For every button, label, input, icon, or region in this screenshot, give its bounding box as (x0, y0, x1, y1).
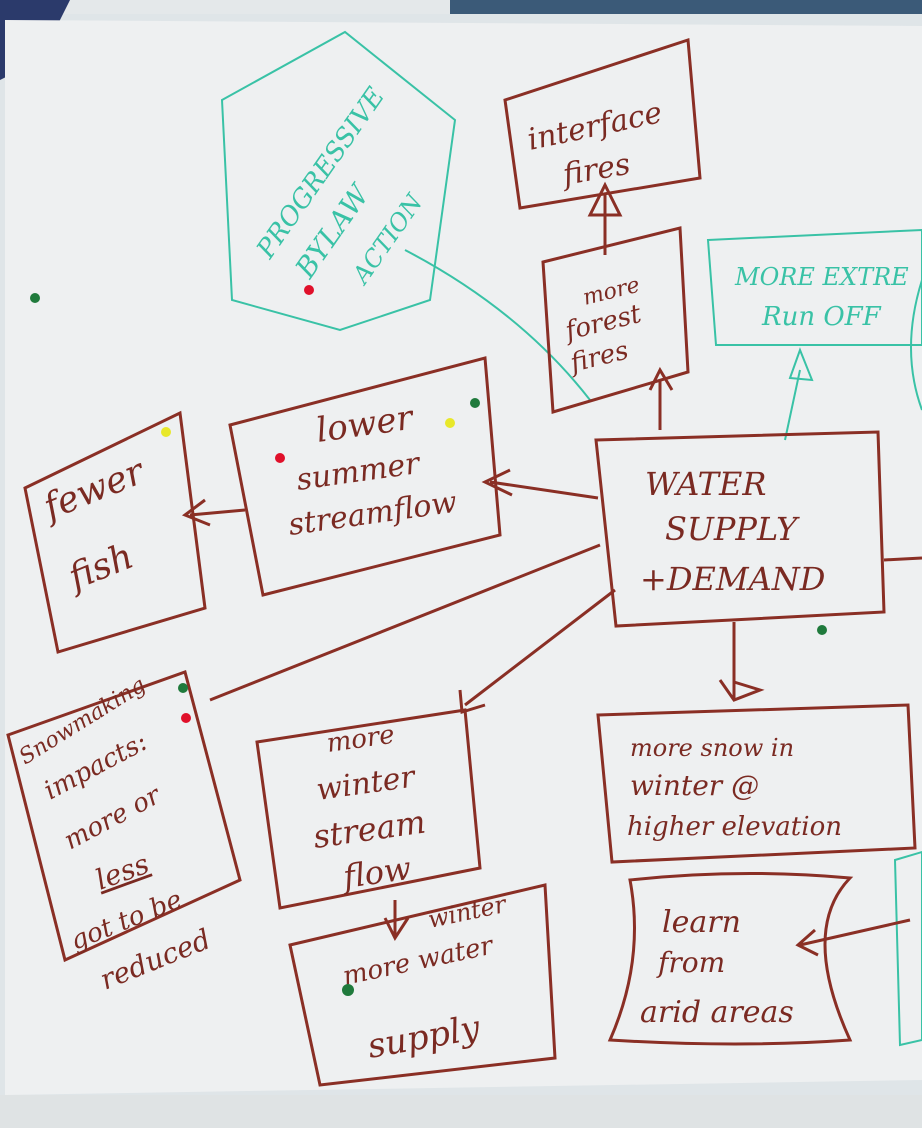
green-dot-right (817, 625, 827, 635)
snow-box (596, 703, 917, 864)
line-to-snowmaking (209, 543, 601, 702)
arrow-to-learn (795, 918, 911, 957)
water-line-1: WATER (645, 465, 766, 503)
fish-box (23, 410, 207, 654)
teal-curve (404, 249, 591, 401)
teal-bottom-right-note (893, 850, 922, 1047)
runoff-line-1: MORE EXTRE (734, 263, 909, 291)
arrow-to-winter-flow (458, 588, 616, 714)
runoff-line-2: Run OFF (761, 302, 882, 332)
runoff-arrow (784, 347, 814, 441)
arrow-to-winter-supply (383, 900, 410, 942)
teal-right-curve (910, 279, 922, 411)
green-dot-streamflow (470, 398, 480, 408)
learn-line-1: learn (662, 905, 741, 940)
green-dot-winter-supply (342, 984, 354, 996)
green-dot-snowmaking (178, 683, 188, 693)
water-line-3: +DEMAND (640, 560, 825, 598)
forest-fires-box (541, 226, 690, 414)
red-dot-snowmaking (181, 713, 191, 723)
snowmaking-box (6, 670, 242, 963)
top-edge-light (0, 0, 450, 14)
learn-line-2: from (656, 946, 725, 979)
red-dot (304, 285, 314, 295)
arrow-to-streamflow (481, 468, 599, 500)
water-line-2: SUPPLY (665, 510, 800, 548)
snow-line-3: higher elevation (627, 812, 842, 842)
learn-box (607, 871, 854, 1046)
winter-supply-box (288, 883, 557, 1087)
paper-sheet (5, 20, 922, 1095)
line-right (883, 556, 922, 562)
streamflow-box (228, 356, 502, 597)
winter-flow-box (255, 708, 482, 910)
bottom-strip (0, 1095, 922, 1128)
green-dot-left (30, 293, 40, 303)
arrow-to-interface-fires (587, 181, 623, 255)
yellow-dot-fish (161, 427, 171, 437)
progressive-note-border (220, 30, 457, 332)
water-supply-box (594, 430, 886, 628)
arrow-to-fish (181, 498, 246, 527)
red-dot-streamflow (275, 453, 285, 463)
arrow-to-snow (718, 622, 765, 702)
snow-line-1: more snow in (630, 734, 794, 762)
arrow-to-forest-fires (648, 366, 674, 430)
runoff-note-border (706, 228, 922, 346)
yellow-dot-streamflow (445, 418, 455, 428)
snow-line-2: winter @ (630, 769, 759, 802)
learn-line-3: arid areas (640, 995, 794, 1030)
interface-fires-box (503, 37, 702, 210)
